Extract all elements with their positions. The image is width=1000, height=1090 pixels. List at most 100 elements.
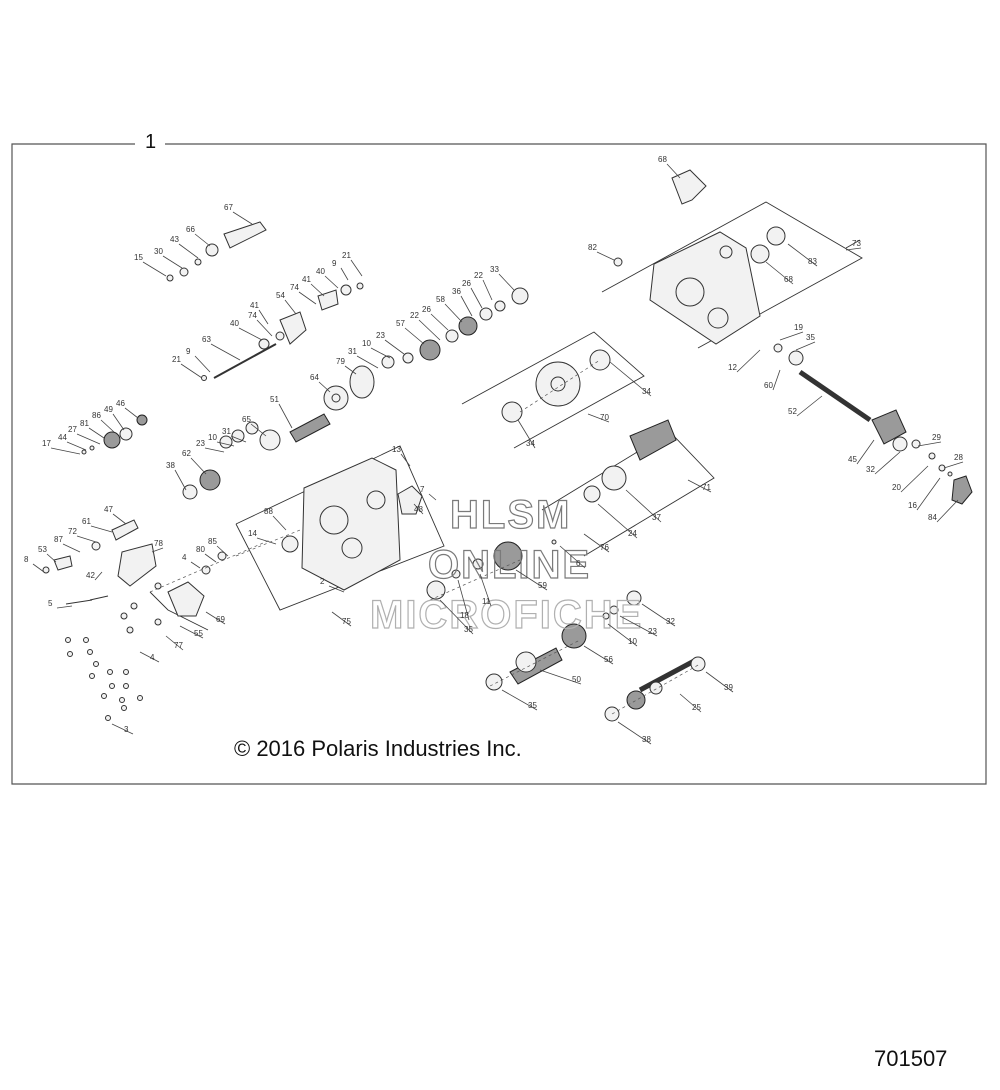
callout-label-c73: 73 xyxy=(852,239,861,248)
callout-label-c27: 27 xyxy=(68,425,77,434)
callout-label-c41a: 41 xyxy=(250,301,259,310)
callout-label-c71: 71 xyxy=(702,483,711,492)
callout-leader-c68a xyxy=(666,163,681,179)
callout-label-c26b: 26 xyxy=(422,305,431,314)
gear-84-part xyxy=(951,475,973,505)
callout-leader-c44 xyxy=(66,441,87,451)
callout-leader-c23c xyxy=(619,615,658,637)
callout-label-c53: 53 xyxy=(38,545,47,554)
callout-leader-c9b xyxy=(194,355,211,373)
seal-83-part xyxy=(766,226,786,246)
callout-leader-c68b xyxy=(765,261,794,285)
copyright-notice: © 2016 Polaris Industries Inc. xyxy=(234,736,522,761)
callout-leader-c49 xyxy=(112,413,125,431)
callout-leader-c37 xyxy=(625,489,662,523)
callout-leader-c79 xyxy=(344,365,357,375)
group-73-outline xyxy=(601,201,863,349)
callout-leader-c55 xyxy=(179,625,204,639)
callout-leader-c17 xyxy=(50,447,81,455)
callout-label-c74a: 74 xyxy=(248,311,257,320)
callout-label-c19: 19 xyxy=(794,323,803,332)
callout-label-c16: 16 xyxy=(908,501,917,510)
callout-label-c10c: 10 xyxy=(628,637,637,646)
callout-label-c87: 87 xyxy=(54,535,63,544)
callout-label-c26a: 26 xyxy=(462,279,471,288)
callout-leader-c23b xyxy=(204,447,225,453)
callout-label-c35b: 35 xyxy=(464,625,473,634)
callout-label-c82: 82 xyxy=(588,243,597,252)
callout-leader-c64 xyxy=(318,381,331,393)
callout-leader-c5 xyxy=(56,605,73,609)
callout-label-c39: 39 xyxy=(724,683,733,692)
callout-label-c3: 3 xyxy=(124,725,129,734)
callout-label-c8: 8 xyxy=(24,555,29,564)
callout-leader-c41b xyxy=(310,283,325,297)
callout-label-c30: 30 xyxy=(154,247,163,256)
callout-leader-c87 xyxy=(62,543,81,553)
callout-label-c31a: 31 xyxy=(348,347,357,356)
callout-leader-c71 xyxy=(687,479,712,493)
callout-leader-c72 xyxy=(76,535,97,543)
callout-label-c23c: 23 xyxy=(648,627,657,636)
callout-label-c45: 45 xyxy=(848,455,857,464)
drawing-number: 701507 xyxy=(874,1046,947,1071)
callout-leader-c78 xyxy=(151,547,164,553)
callout-label-c24: 24 xyxy=(628,529,637,538)
gear-58-part xyxy=(458,316,478,336)
callout-label-c4a: 4 xyxy=(182,553,187,562)
callout-label-c54: 54 xyxy=(276,291,285,300)
callout-leader-c39 xyxy=(705,671,734,693)
bolt-set xyxy=(65,595,162,721)
callout-label-c81: 81 xyxy=(80,419,89,428)
callout-label-c20: 20 xyxy=(892,483,901,492)
callout-label-c78: 78 xyxy=(154,539,163,548)
callout-leader-c12 xyxy=(736,349,761,373)
shaft-50-part xyxy=(509,647,563,685)
callout-label-c36: 36 xyxy=(452,287,461,296)
callout-leader-c41a xyxy=(258,309,269,325)
callout-label-c13: 13 xyxy=(392,445,401,454)
callout-label-c69: 69 xyxy=(216,615,225,624)
gear-59-part xyxy=(493,541,523,571)
callout-label-c40a: 40 xyxy=(316,267,325,276)
callout-leader-c77 xyxy=(165,635,184,651)
callout-label-c10b: 10 xyxy=(208,433,217,442)
assembly-frame: 1 xyxy=(11,131,987,785)
callout-leader-c6 xyxy=(559,545,586,569)
callout-label-c15: 15 xyxy=(134,253,143,262)
group-69-outline xyxy=(149,591,209,631)
callout-label-c58: 58 xyxy=(436,295,445,304)
callout-leader-c75 xyxy=(331,611,352,627)
watermark-line-3: MICROFICHE xyxy=(370,593,643,637)
callout-leader-c50 xyxy=(539,669,582,685)
shaft-51-part xyxy=(289,413,331,443)
callout-leader-c70 xyxy=(587,413,610,423)
callout-leader-c4b xyxy=(139,651,160,663)
callout-leader-c45 xyxy=(856,439,875,465)
callout-leader-c19 xyxy=(779,331,804,341)
callout-leader-c61 xyxy=(90,525,113,533)
cover-69-part xyxy=(167,581,205,617)
shaft-25-part xyxy=(638,657,698,693)
callout-leader-c26a xyxy=(470,287,483,309)
callout-label-c5: 5 xyxy=(48,599,53,608)
callout-leader-c80 xyxy=(204,553,217,563)
callout-leader-c65 xyxy=(250,423,267,437)
callout-label-c66: 66 xyxy=(186,225,195,234)
callout-leader-c31a xyxy=(356,355,379,369)
callout-leader-c53 xyxy=(46,553,57,563)
callout-leader-c36 xyxy=(460,295,473,317)
callout-leader-c48 xyxy=(413,503,424,515)
callout-leader-c88 xyxy=(272,515,287,531)
callout-label-c79: 79 xyxy=(336,357,345,366)
callout-label-c31b: 31 xyxy=(222,427,231,436)
callout-leader-c35b xyxy=(439,599,474,635)
callout-leader-c81 xyxy=(88,427,105,439)
callout-label-c52: 52 xyxy=(788,407,797,416)
callout-leader-c34a xyxy=(609,361,652,397)
callout-leader-c13 xyxy=(400,453,411,467)
callout-leader-c73 xyxy=(845,247,862,251)
callout-leader-c69 xyxy=(205,611,226,625)
callout-leader-c33 xyxy=(498,273,515,291)
callout-label-c67: 67 xyxy=(224,203,233,212)
